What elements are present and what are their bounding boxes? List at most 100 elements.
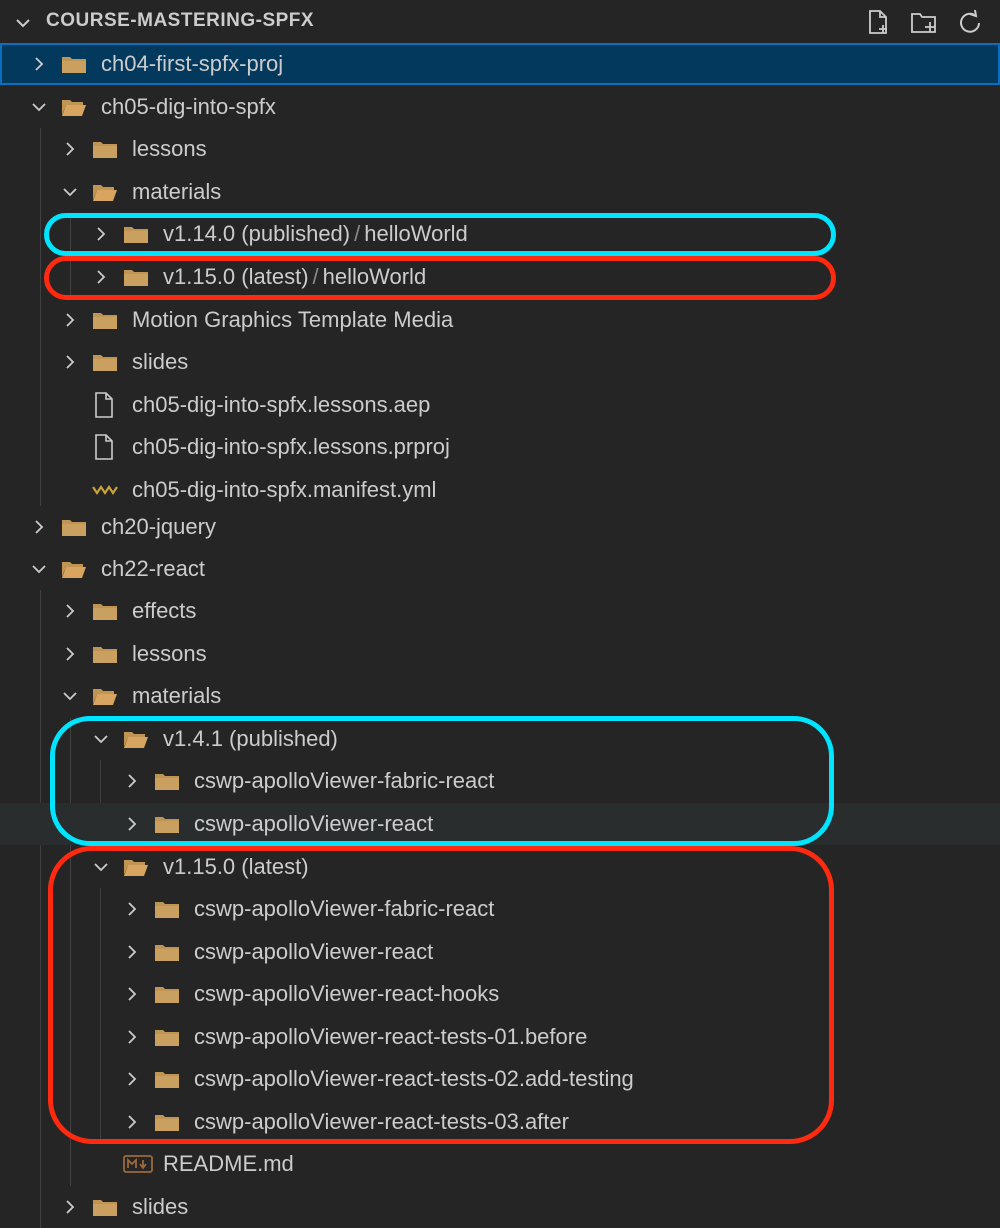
tree-item-folder[interactable]: cswp-apolloViewer-react-tests-01.before [0,1016,1000,1058]
chevron-down-icon[interactable] [62,184,78,205]
folder-icon [61,53,87,80]
tree-item-name: cswp-apolloViewer-react-tests-01.before [194,1024,588,1049]
chevron-right-icon[interactable] [124,901,140,922]
folder-open-icon [123,728,149,755]
tree-item-label: lessons [132,136,207,162]
chevron-right-icon[interactable] [62,141,78,162]
tree-item-folder[interactable]: lessons [0,128,1000,170]
chevron-right-icon[interactable] [62,646,78,667]
tree-item-folder[interactable]: v1.4.1 (published) [0,718,1000,760]
tree-item-label: v1.15.0 (latest) [163,854,309,880]
tree-item-name: slides [132,1194,189,1219]
folder-icon [92,600,118,627]
tree-item-name: lessons [132,641,207,666]
tree-item-folder[interactable]: lessons [0,633,1000,675]
yaml-file-icon [92,479,118,506]
tree-item-name: lessons [132,136,207,161]
tree-item-name: cswp-apolloViewer-react-tests-03.after [194,1109,569,1134]
tree-item-folder[interactable]: ch20-jquery [0,506,1000,548]
tree-item-folder[interactable]: slides [0,1186,1000,1228]
tree-item-label: v1.4.1 (published) [163,726,338,752]
new-folder-icon[interactable] [908,6,940,38]
chevron-right-icon[interactable] [124,816,140,837]
tree-item-folder[interactable]: materials [0,171,1000,213]
tree-item-label: cswp-apolloViewer-fabric-react [194,768,494,794]
tree-item-yaml[interactable]: ch05-dig-into-spfx.manifest.yml [0,469,1000,511]
chevron-right-icon[interactable] [93,269,109,290]
tree-item-folder[interactable]: ch05-dig-into-spfx [0,86,1000,128]
chevron-down-icon[interactable] [31,561,47,582]
tree-item-name: cswp-apolloViewer-fabric-react [194,768,495,793]
chevron-right-icon[interactable] [93,226,109,247]
tree-item-label: cswp-apolloViewer-react [194,939,433,965]
tree-item-file[interactable]: ch05-dig-into-spfx.lessons.aep [0,384,1000,426]
tree-item-folder[interactable]: ch22-react [0,548,1000,590]
chevron-right-icon[interactable] [124,944,140,965]
tree-item-folder[interactable]: v1.15.0 (latest)/helloWorld [0,256,1000,298]
tree-item-label: ch05-dig-into-spfx.manifest.yml [132,477,436,503]
folder-icon [154,770,180,797]
folder-icon [92,351,118,378]
chevron-right-icon[interactable] [124,1114,140,1135]
folder-icon [92,138,118,165]
folder-icon [123,223,149,250]
chevron-right-icon[interactable] [31,56,47,77]
tree-item-folder[interactable]: effects [0,590,1000,632]
tree-item-folder[interactable]: v1.15.0 (latest) [0,846,1000,888]
folder-icon [123,266,149,293]
tree-item-file[interactable]: ch05-dig-into-spfx.lessons.prproj [0,426,1000,468]
tree-item-folder[interactable]: cswp-apolloViewer-react-tests-03.after [0,1101,1000,1143]
tree-item-folder[interactable]: cswp-apolloViewer-react [0,803,1000,845]
tree-item-name: Motion Graphics Template Media [132,307,454,332]
tree-item-name: cswp-apolloViewer-react [194,939,434,964]
tree-item-folder[interactable]: cswp-apolloViewer-fabric-react [0,888,1000,930]
tree-item-folder[interactable]: ch04-first-spfx-proj [0,43,1000,85]
tree-item-label: v1.14.0 (published)/helloWorld [163,221,468,247]
chevron-right-icon[interactable] [62,1199,78,1220]
refresh-icon[interactable] [954,6,986,38]
folder-icon [154,1068,180,1095]
folder-icon [154,1111,180,1138]
chevron-down-icon[interactable] [31,99,47,120]
explorer-header[interactable]: COURSE-MASTERING-SPFX [0,0,1000,44]
tree-item-folder[interactable]: slides [0,341,1000,383]
folder-icon [92,643,118,670]
chevron-down-icon[interactable] [62,688,78,709]
tree-item-label: cswp-apolloViewer-fabric-react [194,896,494,922]
path-separator: / [312,264,319,289]
tree-item-label: cswp-apolloViewer-react-tests-01.before [194,1024,587,1050]
chevron-right-icon[interactable] [31,519,47,540]
tree-item-folder[interactable]: Motion Graphics Template Media [0,299,1000,341]
tree-item-name: ch22-react [101,556,205,581]
tree-item-name: ch05-dig-into-spfx.lessons.aep [132,392,431,417]
tree-item-name: cswp-apolloViewer-react-tests-02.add-tes… [194,1066,634,1091]
folder-icon [154,1026,180,1053]
chevron-right-icon[interactable] [124,773,140,794]
tree-item-folder[interactable]: cswp-apolloViewer-fabric-react [0,760,1000,802]
chevron-down-icon[interactable] [14,14,32,32]
tree-item-folder[interactable]: cswp-apolloViewer-react-hooks [0,973,1000,1015]
new-file-icon[interactable] [862,6,894,38]
tree-item-markdown[interactable]: README.md [0,1143,1000,1185]
chevron-right-icon[interactable] [124,1029,140,1050]
tree-item-label: ch04-first-spfx-proj [101,51,283,77]
folder-open-icon [61,96,87,123]
folder-icon [92,309,118,336]
tree-item-folder[interactable]: cswp-apolloViewer-react-tests-02.add-tes… [0,1058,1000,1100]
tree-item-label: ch22-react [101,556,205,582]
folder-icon [154,813,180,840]
chevron-right-icon[interactable] [62,603,78,624]
tree-item-label: cswp-apolloViewer-react-tests-03.after [194,1109,569,1135]
file-icon [92,392,116,423]
chevron-right-icon[interactable] [62,312,78,333]
tree-item-label: lessons [132,641,207,667]
chevron-right-icon[interactable] [62,354,78,375]
chevron-right-icon[interactable] [124,1071,140,1092]
tree-item-folder[interactable]: v1.14.0 (published)/helloWorld [0,213,1000,255]
tree-item-folder[interactable]: materials [0,675,1000,717]
chevron-down-icon[interactable] [93,731,109,752]
chevron-down-icon[interactable] [93,859,109,880]
chevron-right-icon[interactable] [124,986,140,1007]
tree-item-folder[interactable]: cswp-apolloViewer-react [0,931,1000,973]
folder-icon [154,898,180,925]
